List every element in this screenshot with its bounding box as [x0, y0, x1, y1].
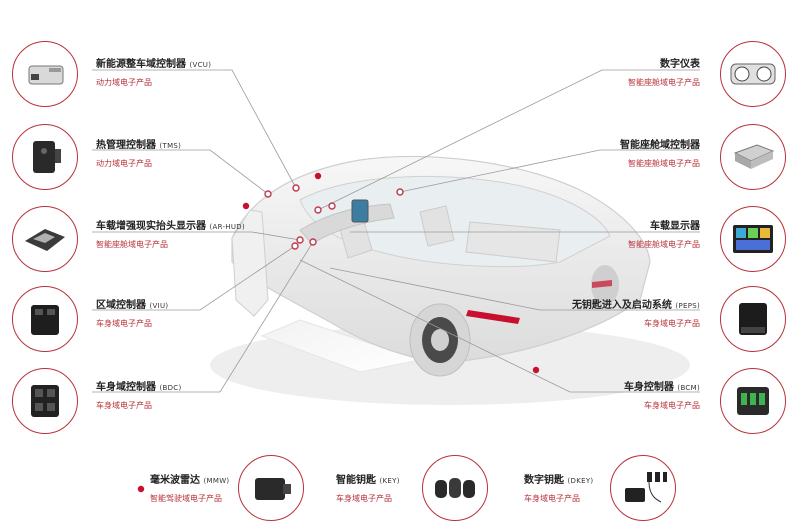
tms-module-icon	[12, 124, 78, 190]
arhud-marker	[296, 236, 304, 244]
viu-module-icon	[12, 286, 78, 352]
radar-marker	[314, 172, 322, 180]
car-display-icon	[720, 206, 786, 272]
bdc-marker	[309, 238, 317, 246]
display-label: 车载显示器 智能座舱域电子产品	[628, 221, 700, 249]
key-label: 智能钥匙 (KEY) 车身域电子产品	[336, 475, 400, 503]
display-marker	[328, 202, 336, 210]
bdc-module-icon	[12, 368, 78, 434]
vcu-label: 新能源整车域控制器 (VCU) 动力域电子产品	[96, 59, 212, 87]
dkey-label: 数字钥匙 (DKEY) 车身域电子产品	[524, 475, 594, 503]
bcm-module-icon	[720, 368, 786, 434]
digital-cluster-icon	[720, 41, 786, 107]
ar-hud-icon	[12, 206, 78, 272]
digital-key-icon	[610, 455, 676, 521]
mmw-label: 毫米波雷达 (MMW) 智能驾驶域电子产品	[150, 475, 230, 503]
bcm-label: 车身控制器 (BCM) 车身域电子产品	[623, 382, 700, 410]
cockpit-controller-icon	[720, 124, 786, 190]
radar-marker-rear	[532, 366, 540, 374]
cluster-label: 数字仪表 智能座舱域电子产品	[628, 59, 700, 87]
radar-marker-front	[242, 202, 250, 210]
arhud-label: 车载增强现实抬头显示器 (AR-HUD) 智能座舱域电子产品	[96, 221, 246, 249]
smart-key-icon	[422, 455, 488, 521]
tms-marker	[264, 190, 272, 198]
viu-label: 区域控制器 (VIU) 车身域电子产品	[96, 300, 169, 328]
mmw-legend-dot	[137, 485, 145, 493]
cluster-marker	[314, 206, 322, 214]
peps-label: 无钥匙进入及启动系统 (PEPS) 车身域电子产品	[571, 300, 700, 328]
vcu-module-icon	[12, 41, 78, 107]
radar-icon	[238, 455, 304, 521]
bdc-label: 车身域控制器 (BDC) 车身域电子产品	[96, 382, 182, 410]
cdc-label: 智能座舱域控制器 智能座舱域电子产品	[620, 140, 700, 168]
tms-label: 热管理控制器 (TMS) 动力域电子产品	[96, 140, 182, 168]
viu-marker	[291, 242, 299, 250]
peps-module-icon	[720, 286, 786, 352]
cdc-marker	[396, 188, 404, 196]
vcu-marker	[292, 184, 300, 192]
